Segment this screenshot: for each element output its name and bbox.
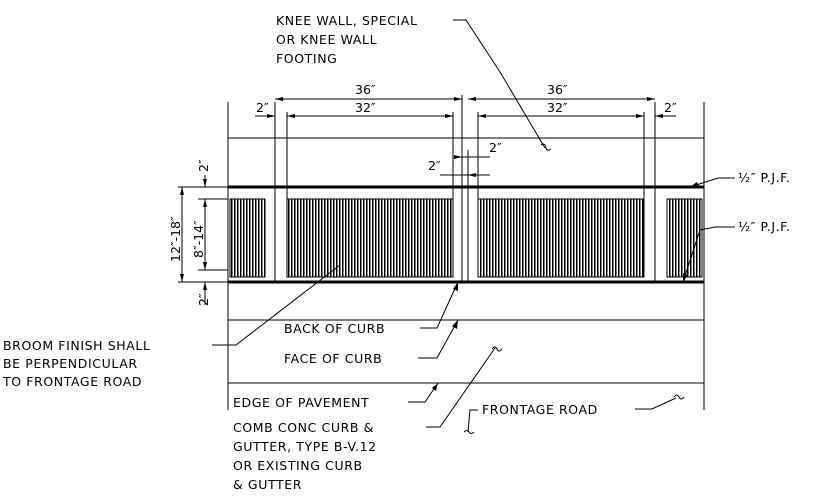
label-pjf-bottom: ½″ P.J.F.	[738, 219, 791, 234]
label-comb-curb-2: GUTTER, TYPE B-V.12	[233, 439, 377, 454]
dim-left-gap: 2″	[256, 100, 269, 115]
dim-right-36: 36″	[547, 82, 568, 97]
leader-lines	[212, 19, 735, 434]
label-broom-finish-2: BE PERPENDICULAR	[3, 356, 138, 371]
label-face-of-curb: FACE OF CURB	[284, 351, 382, 366]
textured-panels	[229, 198, 703, 278]
label-broom-finish-1: BROOM FINISH SHALL	[3, 338, 151, 353]
label-knee-wall-1: KNEE WALL, SPECIAL	[276, 13, 418, 28]
label-broom-finish-3: TO FRONTAGE ROAD	[2, 374, 142, 389]
label-comb-curb-3: OR EXISTING CURB	[233, 458, 363, 473]
dim-left-36: 36″	[355, 82, 376, 97]
dim-bottom-2: 2″	[196, 293, 211, 306]
dim-top-2: 2″	[196, 159, 211, 172]
textured-panel	[286, 198, 454, 278]
joint-lines	[274, 95, 656, 282]
label-pjf-top: ½″ P.J.F.	[738, 170, 791, 185]
dim-panel-height: 8″-14″	[191, 220, 206, 258]
dim-center-gap-lower: 2″	[428, 158, 441, 173]
dim-overall-height: 12″-18″	[168, 216, 183, 262]
dim-left-32: 32″	[355, 100, 376, 115]
label-edge-of-pavement: EDGE OF PAVEMENT	[233, 395, 369, 410]
dim-center-gap-upper: 2″	[489, 140, 502, 155]
dim-right-gap: 2″	[664, 100, 677, 115]
label-knee-wall-3: FOOTING	[276, 51, 337, 66]
label-knee-wall-2: OR KNEE WALL	[276, 32, 377, 47]
left-dimensions	[178, 175, 228, 305]
textured-panel	[477, 198, 645, 278]
label-comb-curb-1: COMB CONC CURB &	[233, 420, 374, 435]
textured-panel	[666, 198, 703, 278]
label-comb-curb-4: & GUTTER	[233, 477, 302, 492]
plan-outline	[227, 102, 705, 410]
textured-panel	[229, 198, 266, 278]
label-back-of-curb: BACK OF CURB	[284, 321, 385, 336]
dim-right-32: 32″	[547, 100, 568, 115]
top-dimensions	[255, 97, 676, 177]
label-frontage-road: FRONTAGE ROAD	[482, 402, 598, 417]
